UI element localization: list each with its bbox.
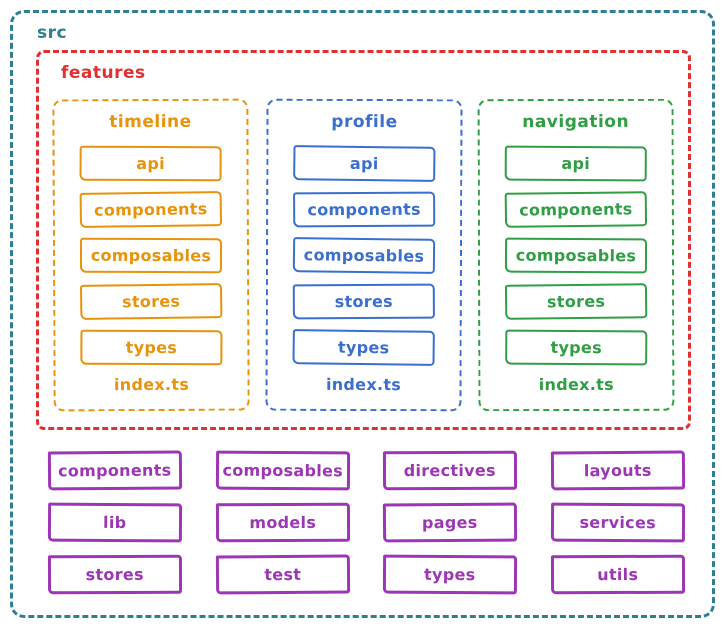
folder-box-navigation-api: api — [504, 145, 647, 181]
index-ts-label-timeline: index.ts — [113, 374, 190, 395]
folder-box-timeline-stores: stores — [79, 282, 223, 320]
folder-box-profile-types: types — [291, 328, 435, 366]
features-folder-container: features timeline api components composa… — [36, 50, 691, 430]
shared-folder-box-models: models — [215, 502, 350, 543]
shared-folder-box-pages: pages — [382, 502, 517, 543]
feature-module-title: profile — [330, 111, 398, 133]
shared-folder-box-types: types — [382, 554, 517, 595]
folder-box-navigation-components: components — [504, 190, 648, 228]
shared-folders-grid: components composables directives layout… — [47, 450, 685, 595]
shared-folder-box-composables: composables — [215, 450, 350, 491]
folder-box-navigation-composables: composables — [504, 237, 648, 273]
folder-box-profile-api: api — [292, 144, 436, 182]
feature-module-profile: profile api components composables store… — [264, 98, 463, 412]
shared-folder-box-stores: stores — [47, 554, 182, 595]
folder-box-profile-composables: composables — [292, 236, 435, 274]
feature-module-title: timeline — [109, 111, 192, 133]
shared-folder-box-directives: directives — [382, 450, 517, 491]
shared-folder-box-services: services — [550, 502, 685, 543]
feature-module-timeline: timeline api components composables stor… — [52, 98, 250, 412]
feature-module-title: navigation — [522, 111, 630, 133]
features-label: features — [61, 63, 146, 83]
folder-box-timeline-api: api — [79, 145, 222, 181]
shared-folder-box-layouts: layouts — [550, 450, 685, 491]
folder-box-timeline-composables: composables — [79, 237, 223, 273]
feature-modules-row: timeline api components composables stor… — [52, 98, 675, 412]
shared-folder-box-lib: lib — [47, 502, 182, 543]
folder-box-navigation-types: types — [505, 329, 648, 365]
index-ts-label-navigation: index.ts — [538, 374, 614, 395]
shared-folder-box-utils: utils — [550, 554, 685, 595]
shared-folder-box-test: test — [215, 554, 350, 595]
folder-box-timeline-types: types — [80, 329, 223, 365]
folder-box-timeline-components: components — [79, 190, 223, 228]
src-label: src — [37, 23, 68, 43]
folder-box-navigation-stores: stores — [504, 282, 648, 320]
index-ts-label-profile: index.ts — [325, 374, 401, 395]
folder-box-profile-stores: stores — [292, 283, 435, 319]
shared-folder-box-components: components — [47, 450, 182, 491]
feature-module-navigation: navigation api components composables st… — [477, 98, 675, 412]
src-folder-container: src features timeline api components com… — [10, 10, 715, 618]
folder-box-profile-components: components — [292, 191, 435, 227]
